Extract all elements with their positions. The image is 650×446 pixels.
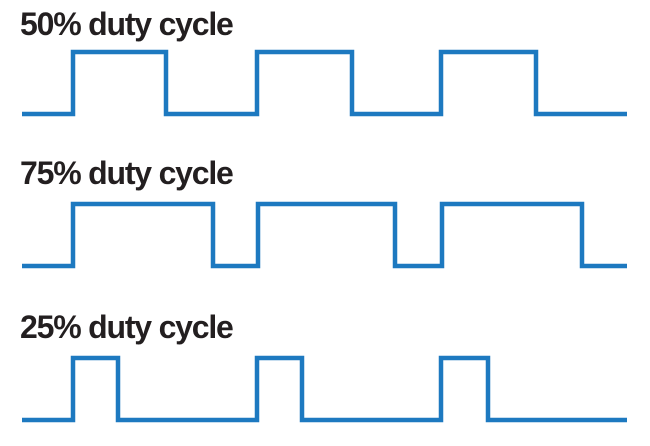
waveform-polyline [22,201,627,269]
square-wave-50-percent [22,49,627,117]
waveform-polyline [22,355,627,423]
square-wave-75-percent [22,201,627,269]
wave-label-75-percent: 75% duty cycle [20,155,234,191]
wave-label-25-percent: 25% duty cycle [20,309,234,345]
waveform-polyline [22,49,627,117]
wave-label-50-percent: 50% duty cycle [20,6,234,42]
square-wave-25-percent [22,355,627,423]
